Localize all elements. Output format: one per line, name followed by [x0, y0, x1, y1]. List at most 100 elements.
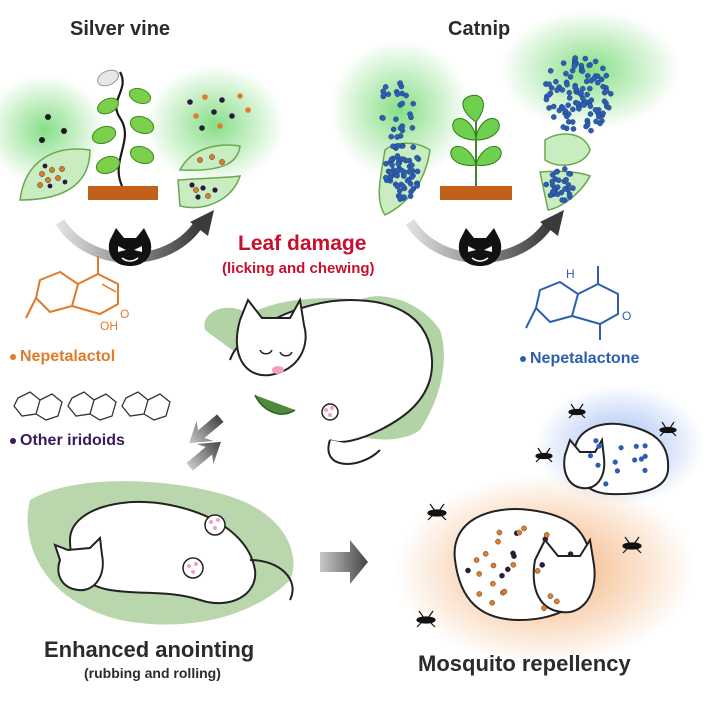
- compound-dot: [583, 78, 590, 85]
- leaf-damage-subtitle: (licking and chewing): [222, 260, 375, 277]
- nepetalactone-text: Nepetalactone: [530, 350, 640, 367]
- compound-dot: [603, 72, 610, 79]
- compound-dot: [596, 113, 602, 120]
- compound-dot: [397, 80, 404, 86]
- compound-dot: [394, 153, 401, 159]
- compound-dot: [595, 462, 601, 468]
- o-label-2: O: [622, 309, 631, 323]
- compound-dot: [414, 183, 421, 189]
- compound-dot: [554, 87, 560, 93]
- compound-dot: [588, 77, 595, 84]
- h-label: H: [566, 267, 575, 281]
- compound-dot: [496, 529, 503, 536]
- compound-dot: [404, 177, 411, 184]
- nepetalactol-dot: [10, 353, 16, 360]
- compound-dot: [567, 551, 574, 557]
- exchange-arrows: [186, 414, 224, 471]
- nepetalactone-label: Nepetalactone: [520, 350, 639, 368]
- compound-dot: [600, 110, 606, 117]
- compound-dot: [592, 107, 599, 113]
- compound-dot: [390, 143, 396, 150]
- compound-dot: [603, 88, 610, 94]
- compound-dot: [618, 445, 624, 451]
- compound-dot: [570, 185, 576, 191]
- silver-vine-title: Silver vine: [70, 18, 171, 40]
- compound-dot: [414, 154, 420, 161]
- compound-dot: [399, 167, 406, 174]
- compound-dot: [598, 76, 605, 83]
- compound-dot: [382, 174, 389, 181]
- compound-dot: [586, 62, 592, 69]
- compound-dot: [578, 90, 584, 96]
- compound-dot: [597, 120, 603, 127]
- nepetalactol-label: Nepetalactol: [10, 348, 115, 366]
- compound-dot: [600, 83, 606, 90]
- compound-dot: [465, 567, 471, 574]
- compound-dot: [587, 453, 594, 459]
- catnip-leaf-right: [544, 133, 591, 166]
- compound-dot: [521, 525, 527, 532]
- compound-dot: [403, 92, 410, 99]
- cat-head-icon: [458, 228, 502, 266]
- enhanced-anointing-title: Enhanced anointing: [44, 637, 255, 662]
- compound-dot: [553, 169, 560, 175]
- compound-dot: [409, 125, 416, 131]
- compound-dot: [587, 85, 593, 92]
- compound-dot: [632, 457, 638, 463]
- compound-dot: [580, 95, 586, 102]
- anointing-cat-illustration: [27, 481, 294, 625]
- compound-dot: [543, 181, 550, 188]
- compound-dot: [388, 133, 395, 140]
- compound-dot: [546, 92, 553, 98]
- compound-dot: [563, 176, 569, 183]
- mosquito-icons: [416, 403, 677, 628]
- compound-dot: [410, 144, 417, 150]
- compound-dot: [482, 551, 489, 557]
- compound-dot: [585, 73, 591, 79]
- compound-dot: [600, 65, 606, 72]
- o-label: O: [120, 307, 129, 321]
- compound-dot: [575, 100, 581, 107]
- compound-dot: [569, 67, 576, 74]
- compound-dot: [633, 443, 639, 449]
- compound-dot: [546, 105, 552, 111]
- other-iridoids-dot: [10, 437, 16, 444]
- compound-dot: [601, 98, 608, 104]
- compound-dot: [566, 191, 573, 198]
- compound-dot: [564, 81, 570, 88]
- compound-dot: [393, 116, 399, 122]
- compound-dot: [576, 106, 582, 112]
- compound-dot: [565, 181, 572, 188]
- compound-dot: [400, 183, 407, 189]
- compound-dot: [476, 571, 483, 577]
- compound-dot: [569, 119, 576, 125]
- compound-dot: [543, 532, 550, 538]
- compound-dot: [396, 187, 403, 194]
- mosquito-repellency-title: Mosquito repellency: [418, 651, 631, 676]
- compound-dot: [642, 467, 648, 473]
- compound-dot: [566, 89, 573, 96]
- compound-dot: [603, 481, 609, 487]
- compound-dot: [547, 68, 554, 74]
- compound-dot: [562, 166, 568, 172]
- cat-head-icon: [108, 228, 152, 266]
- catnip-pot: [440, 186, 512, 200]
- compound-dot: [395, 160, 402, 167]
- compound-dot: [555, 177, 562, 183]
- compound-dot: [548, 85, 555, 91]
- compound-dot: [570, 106, 576, 113]
- silver-vine-pot: [88, 186, 158, 200]
- other-iridoids-text: Other iridoids: [20, 432, 125, 449]
- compound-dot: [390, 126, 397, 133]
- compound-dot: [560, 124, 567, 130]
- compound-dot: [547, 593, 554, 599]
- chewing-cat-illustration: [204, 296, 444, 465]
- compound-dot: [556, 107, 563, 114]
- compound-dot: [399, 100, 406, 107]
- compound-dot: [489, 600, 496, 606]
- compound-dot: [409, 174, 415, 180]
- to-repellency-arrow: [320, 540, 368, 584]
- compound-dot: [565, 102, 572, 108]
- compound-dot: [588, 97, 595, 103]
- catnip-section: [378, 55, 614, 266]
